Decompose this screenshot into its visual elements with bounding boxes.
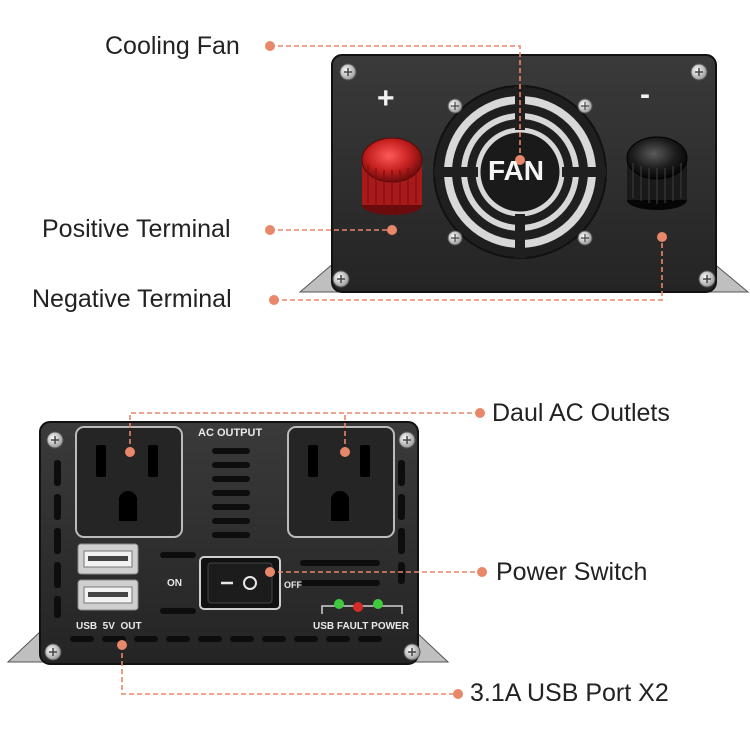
cooling-fan-label: Cooling Fan bbox=[105, 32, 240, 60]
minus-sign: - bbox=[640, 78, 650, 111]
fan-text: FAN bbox=[488, 155, 544, 186]
power-switch-label: Power Switch bbox=[496, 558, 648, 586]
usb-5v-out-label: USB 5V OUT bbox=[76, 621, 142, 632]
screw-icon bbox=[339, 63, 357, 81]
indicator-labels: USB FAULT POWER bbox=[313, 621, 409, 632]
usb-port-top bbox=[77, 543, 139, 575]
screw-icon bbox=[46, 431, 64, 449]
usb-port-label: 3.1A USB Port X2 bbox=[470, 679, 669, 707]
ac-outlet-left bbox=[75, 426, 183, 538]
callout-lines bbox=[121, 45, 663, 695]
power-switch bbox=[199, 556, 281, 610]
usb-led bbox=[334, 599, 344, 609]
plus-sign: + bbox=[377, 82, 395, 115]
positive-terminal-label: Positive Terminal bbox=[42, 215, 231, 243]
top-panel bbox=[298, 54, 750, 293]
positive-terminal-knob bbox=[361, 137, 423, 215]
bottom-panel bbox=[6, 421, 450, 665]
ac-output-label: AC OUTPUT bbox=[198, 427, 263, 439]
screw-icon bbox=[403, 643, 421, 661]
screw-icon bbox=[690, 63, 708, 81]
usb-port-bottom bbox=[77, 579, 139, 611]
fan-icon bbox=[433, 85, 607, 259]
callout-dots bbox=[117, 41, 667, 699]
screw-icon bbox=[332, 270, 350, 288]
on-label: ON bbox=[167, 578, 182, 589]
screw-icon bbox=[398, 431, 416, 449]
fault-led bbox=[353, 602, 363, 612]
ac-outlets-label: Daul AC Outlets bbox=[492, 399, 670, 427]
ac-outlet-right bbox=[287, 426, 395, 538]
negative-terminal-label: Negative Terminal bbox=[32, 285, 232, 313]
screw-icon bbox=[698, 270, 716, 288]
negative-terminal-knob bbox=[626, 136, 688, 210]
screw-icon bbox=[44, 643, 62, 661]
power-led bbox=[373, 599, 383, 609]
off-label: OFF bbox=[284, 580, 302, 590]
